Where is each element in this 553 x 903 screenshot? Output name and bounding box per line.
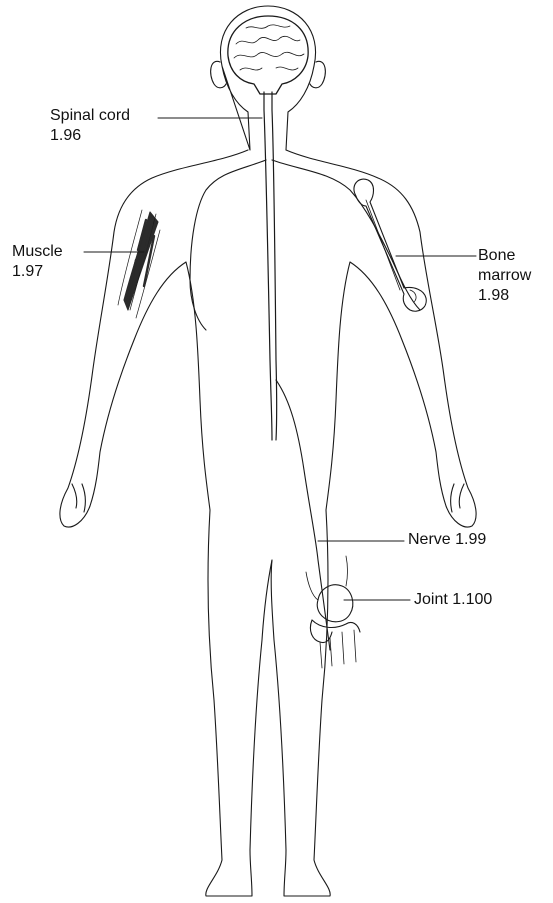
spinal-cord-inner [272,92,277,440]
muscle [118,210,160,318]
muscle-label: Muscle 1.97 [12,242,63,282]
leg-nerve [276,380,330,650]
left-hand [72,484,85,512]
bone-marrow-line1: Bone [478,246,531,266]
brain [228,16,308,94]
spinal-cord-ref: 1.96 [50,126,130,146]
joint-label: Joint 1.100 [414,590,492,610]
spinal-cord-name: Spinal cord [50,106,130,126]
arm-nerve-left [190,160,266,330]
bone-marrow-label: Bone marrow 1.98 [478,246,531,306]
arm-nerve-right [272,160,420,310]
knee-joint [306,556,360,668]
body-outline [60,150,272,896]
bone-marrow-line2: marrow [478,266,531,286]
bone-marrow [354,179,426,311]
head-outline [220,6,315,150]
muscle-ref: 1.97 [12,262,63,282]
nerve-text: Nerve 1.99 [408,530,486,550]
spinal-cord [264,92,272,440]
nerve-label: Nerve 1.99 [408,530,486,550]
spinal-cord-label: Spinal cord 1.96 [50,106,130,146]
body-outline-right [271,150,476,896]
joint-text: Joint 1.100 [414,590,492,610]
muscle-name: Muscle [12,242,63,262]
bone-marrow-ref: 1.98 [478,286,531,306]
right-hand [451,484,464,512]
